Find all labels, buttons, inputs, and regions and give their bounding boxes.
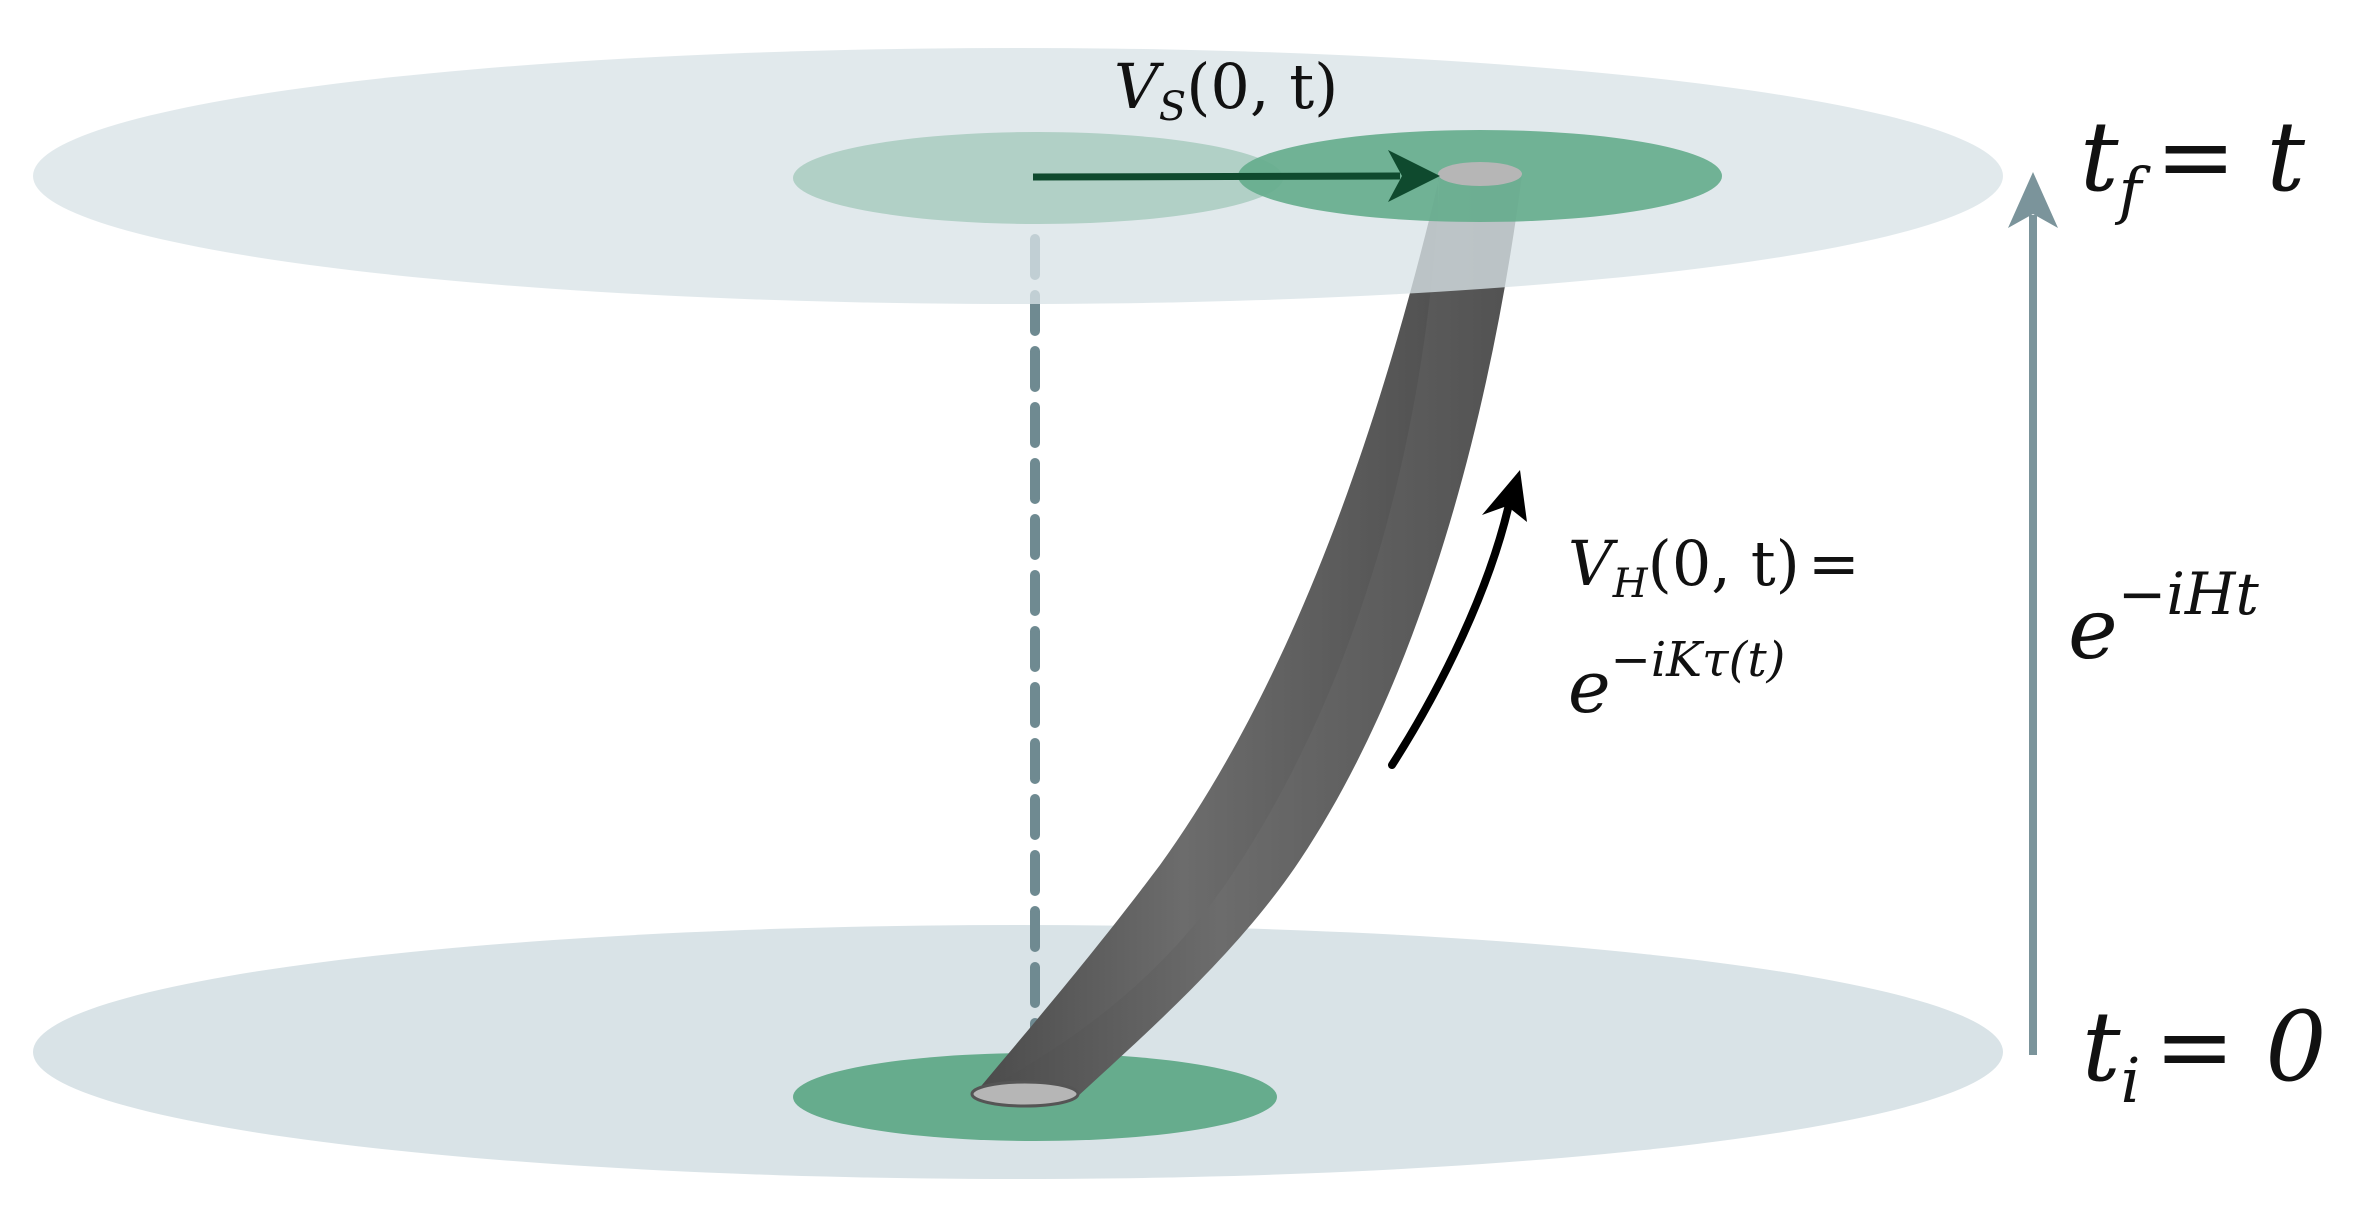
schrodinger-operator-label: VS(0, t) [1114, 50, 1338, 130]
final-time-label: tf= t [2080, 101, 2305, 227]
arrow-up-icon [2008, 172, 2058, 1055]
heisenberg-operator-label: VH(0, t)= [1568, 527, 1860, 607]
arrow-right-icon [1032, 150, 1440, 202]
initial-time-label: ti= 0 [2082, 991, 2326, 1117]
time-evolution-label: e−iHt [2068, 560, 2259, 678]
curved-arrow-icon [1388, 470, 1527, 769]
heisenberg-exponential-label: e−iKτ(t) [1568, 632, 1785, 729]
worldtube-top-cap [1438, 162, 1522, 186]
worldtube-bottom-cap [970, 1080, 1080, 1108]
